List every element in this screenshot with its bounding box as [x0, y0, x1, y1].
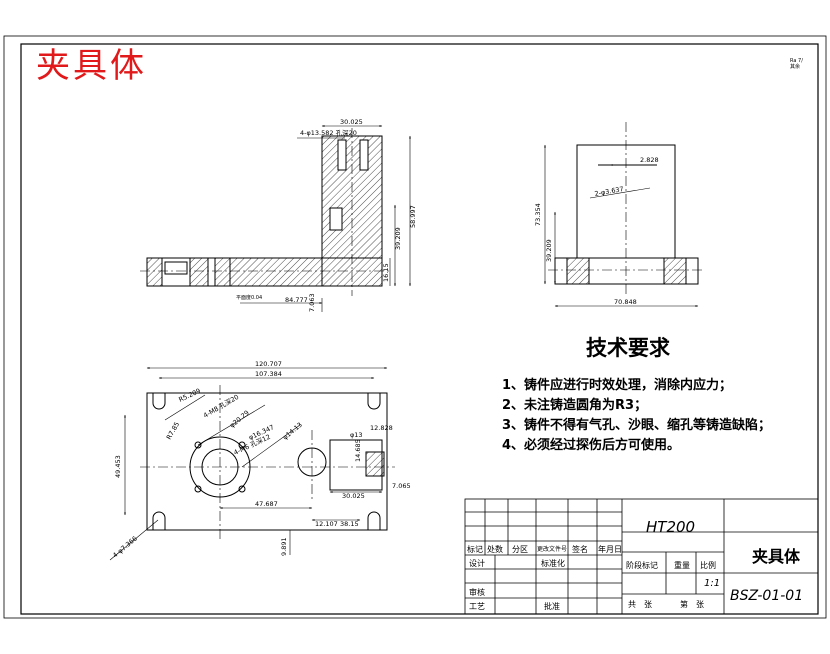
rev-header-sign: 签名 — [572, 545, 588, 554]
svg-text:49.453: 49.453 — [114, 455, 122, 478]
roughness-rest: 其余 — [790, 64, 801, 70]
svg-text:R7.85: R7.85 — [165, 421, 181, 441]
svg-text:107.384: 107.384 — [255, 370, 282, 378]
svg-text:58.997: 58.997 — [409, 205, 417, 228]
svg-text:38.15: 38.15 — [340, 520, 359, 528]
svg-text:30.025: 30.025 — [340, 118, 363, 126]
technical-requirements-list: 1、铸件应进行时效处理，消除内应力； 2、未注铸造圆角为R3； 3、铸件不得有气… — [502, 376, 771, 456]
process-label: 工艺 — [469, 602, 485, 611]
svg-text:φ13: φ13 — [350, 431, 363, 439]
outer-border — [3, 35, 827, 619]
requirement-item: 4、必须经过探伤后方可使用。 — [502, 438, 681, 453]
review-label: 审核 — [469, 588, 485, 597]
front-view — [140, 125, 411, 312]
svg-text:4-φ13.582 孔深20: 4-φ13.582 孔深20 — [300, 128, 357, 137]
sheet-number: 第 张 — [680, 600, 704, 609]
rev-header-doc: 更改文件号 — [537, 546, 568, 553]
svg-text:2.828: 2.828 — [640, 156, 659, 164]
svg-text:9.891: 9.891 — [280, 537, 288, 556]
title-block-grid — [464, 498, 819, 615]
svg-text:φ14.13: φ14.13 — [281, 421, 304, 442]
roughness-mark: Ra 7/ 其余 — [790, 58, 810, 70]
svg-text:4-M8 孔深20: 4-M8 孔深20 — [202, 392, 241, 420]
svg-text:平面度0.04: 平面度0.04 — [236, 294, 262, 301]
rev-header-date: 年月日 — [598, 545, 622, 554]
svg-text:73.354: 73.354 — [534, 203, 542, 226]
inner-border — [20, 43, 819, 615]
svg-text:12.107: 12.107 — [315, 520, 338, 528]
svg-text:4-φ7.366: 4-φ7.366 — [111, 535, 139, 560]
requirement-item: 1、铸件应进行时效处理，消除内应力； — [502, 378, 733, 393]
rev-header-count: 处数 — [487, 545, 503, 554]
design-label: 设计 — [469, 559, 485, 568]
svg-text:84.777: 84.777 — [285, 296, 308, 304]
material-label: HT200 — [646, 518, 696, 536]
svg-text:16.15: 16.15 — [382, 263, 390, 282]
drawing-number: BSZ-01-01 — [730, 588, 804, 604]
side-view — [544, 122, 705, 307]
svg-text:7.065: 7.065 — [392, 482, 411, 490]
approve-label: 批准 — [544, 602, 560, 611]
part-name: 夹具体 — [752, 547, 801, 566]
svg-text:7.063: 7.063 — [308, 293, 316, 312]
svg-text:39.209: 39.209 — [394, 227, 402, 250]
sheet-total: 共 张 — [628, 600, 652, 609]
svg-text:47.687: 47.687 — [255, 500, 278, 508]
standardize-label: 标准化 — [541, 559, 565, 568]
scale-value: 1:1 — [704, 578, 721, 589]
requirement-item: 2、未注铸造圆角为R3； — [502, 398, 648, 413]
svg-text:30.025: 30.025 — [342, 492, 365, 500]
drawing-heading: 夹具体 — [36, 46, 147, 86]
roughness-value: Ra 7/ — [790, 58, 803, 64]
rev-header-zone: 分区 — [512, 545, 528, 554]
svg-text:14.685: 14.685 — [354, 439, 362, 462]
plan-view — [109, 367, 395, 561]
requirement-item: 3、铸件不得有气孔、沙眼、缩孔等铸造缺陷； — [502, 418, 772, 433]
svg-text:70.848: 70.848 — [614, 298, 637, 306]
svg-text:120.707: 120.707 — [255, 360, 282, 368]
technical-requirements-title: 技术要求 — [586, 336, 670, 360]
svg-text:φ20.29: φ20.29 — [228, 409, 251, 430]
scale-header: 比例 — [700, 561, 716, 570]
svg-text:12.828: 12.828 — [370, 424, 393, 432]
front-view-labels: 30.025 4-φ13.582 孔深20 58.997 39.209 16.1… — [236, 118, 417, 312]
svg-text:R5.209: R5.209 — [177, 387, 201, 404]
stage-mark-header: 阶段标记 — [626, 561, 658, 570]
svg-text:39.209: 39.209 — [545, 239, 553, 262]
rev-header-mark: 标记 — [467, 545, 483, 554]
weight-header: 重量 — [674, 561, 690, 570]
svg-text:2-φ3.637: 2-φ3.637 — [594, 185, 624, 198]
